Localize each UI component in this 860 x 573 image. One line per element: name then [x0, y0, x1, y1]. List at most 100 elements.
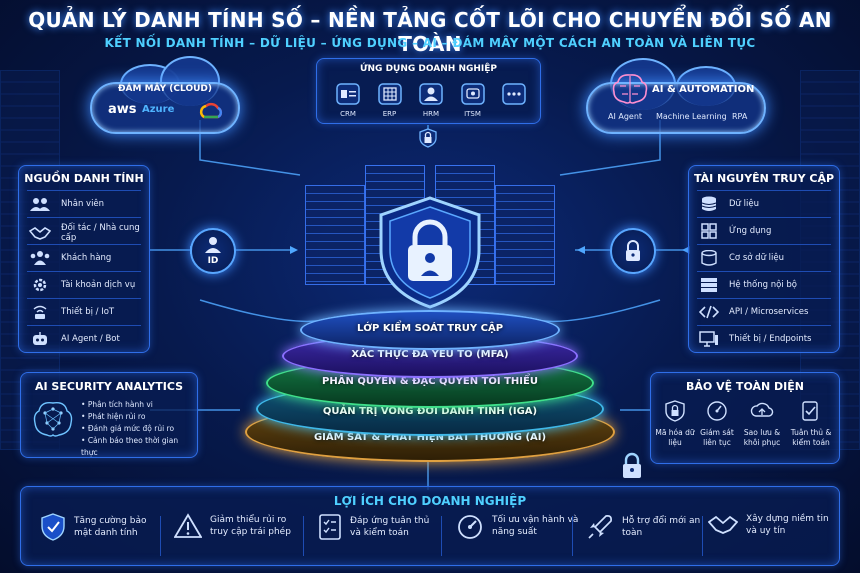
- iot-device-icon: [33, 305, 47, 319]
- resource-item[interactable]: Cơ sở dữ liệu: [699, 250, 784, 266]
- benefit-item: Tăng cường bảo mật danh tính: [40, 513, 162, 541]
- identity-item-label: AI Agent / Bot: [61, 334, 120, 344]
- app-crm[interactable]: CRM: [333, 83, 363, 118]
- ai-analytics-panel: AI SECURITY ANALYTICS • Phân tích hành v…: [20, 372, 198, 458]
- identity-item[interactable]: Tài khoản dịch vụ: [29, 277, 135, 293]
- benefit-item: Xây dựng niềm tin và uy tín: [708, 513, 832, 537]
- resource-item[interactable]: API / Microservices: [699, 304, 808, 320]
- benefit-item: Tối ưu vận hành và năng suất: [456, 513, 580, 539]
- page-title: QUẢN LÝ DANH TÍNH SỐ – NỀN TẢNG CỐT LÕI …: [28, 8, 832, 56]
- handshake-icon: [29, 227, 51, 240]
- ai-analytics-item: • Phát hiện rủi ro: [81, 412, 146, 421]
- apps-grid-icon: [701, 223, 717, 239]
- handshake-icon: [708, 515, 738, 535]
- resource-item[interactable]: Dữ liệu: [699, 196, 759, 212]
- users-icon: [30, 198, 50, 211]
- gear-icon: [33, 278, 47, 292]
- ai-analytics-item: • Cảnh báo theo thời gian thực: [81, 436, 179, 457]
- identity-item[interactable]: Đối tác / Nhà cung cấp: [29, 223, 149, 243]
- person-icon: [419, 83, 443, 105]
- resource-item-label: Dữ liệu: [729, 199, 759, 209]
- resource-item[interactable]: Ứng dụng: [699, 223, 771, 239]
- azure-label: Azure: [142, 104, 175, 115]
- code-icon: [699, 305, 719, 319]
- ai-item: RPA: [732, 112, 748, 121]
- access-resources-title: TÀI NGUYÊN TRUY CẬP: [693, 172, 835, 185]
- protection-item[interactable]: Tuân thủ & kiểm toán: [788, 400, 834, 447]
- benefits-title: LỢI ÍCH CHO DOANH NGHIỆP: [333, 494, 527, 508]
- layer-label: PHÂN QUYỀN & ĐẶC QUYỀN TỐI THIỂU: [322, 376, 538, 387]
- robot-icon: [33, 332, 47, 345]
- identity-item-label: Đối tác / Nhà cung cấp: [61, 223, 140, 243]
- compliance-icon: [802, 401, 818, 421]
- ai-analytics-item: • Phân tích hành vi: [81, 400, 153, 409]
- monitor-icon: [699, 331, 718, 347]
- lock-icon: [419, 128, 437, 148]
- benefit-label: Tăng cường bảo mật danh tính: [74, 515, 147, 538]
- calendar-grid-icon: [377, 83, 402, 105]
- azure-logo: Azure: [142, 104, 174, 115]
- encrypt-lock-icon: [665, 400, 685, 422]
- support-icon: [460, 83, 485, 105]
- app-hrm[interactable]: HRM: [416, 83, 446, 118]
- protection-item[interactable]: Sao lưu & khôi phục: [742, 400, 782, 447]
- benefit-label: Hỗ trợ đổi mới an toàn: [622, 515, 701, 538]
- warning-icon: [174, 513, 202, 538]
- person-icon: [205, 237, 221, 253]
- more-icon: [502, 83, 526, 105]
- resource-item[interactable]: Thiết bị / Endpoints: [699, 331, 812, 347]
- ai-item: Machine Learning: [656, 112, 727, 121]
- resource-item-label: Cơ sở dữ liệu: [729, 253, 784, 263]
- protection-item[interactable]: Giám sát liên tục: [697, 400, 737, 447]
- resource-item[interactable]: Hệ thống nội bộ: [699, 277, 797, 293]
- identity-sources-title: NGUỒN DANH TÍNH: [24, 172, 144, 185]
- benefit-label: Đáp ứng tuân thủ và kiểm toán: [350, 515, 430, 538]
- shield-check-icon: [41, 513, 65, 541]
- identity-item[interactable]: AI Agent / Bot: [29, 331, 120, 347]
- layer-label: XÁC THỰC ĐA YẾU TỐ (MFA): [351, 349, 509, 360]
- identity-sources-panel: NGUỒN DANH TÍNH Nhân viên Đối tác / Nhà …: [18, 165, 150, 353]
- protection-item[interactable]: Mã hóa dữ liệu: [655, 400, 695, 447]
- central-shield-icon: [379, 196, 481, 309]
- ai-automation-cloud: AI & AUTOMATION AI Agent Machine Learnin…: [586, 58, 766, 134]
- resource-item-label: Ứng dụng: [729, 226, 772, 236]
- db-server-icon: [701, 250, 717, 266]
- page-subtitle: KẾT NỐI DANH TÍNH – DỮ LIỆU – ỨNG DỤNG –…: [104, 36, 756, 50]
- protection-label: Giám sát liên tục: [700, 428, 734, 447]
- app-more[interactable]: [499, 83, 529, 118]
- protection-label: Mã hóa dữ liệu: [655, 428, 695, 447]
- protection-label: Tuân thủ & kiểm toán: [790, 428, 832, 447]
- cloud-title: ĐÁM MÂY (CLOUD): [118, 84, 212, 94]
- identity-item[interactable]: Khách hàng: [29, 250, 111, 266]
- lock-icon: [626, 240, 640, 261]
- resource-item-label: Thiết bị / Endpoints: [729, 334, 812, 344]
- checklist-icon: [319, 514, 341, 540]
- customers-icon: [30, 251, 50, 265]
- app-itsm[interactable]: ITSM: [458, 83, 488, 118]
- ai-analytics-title: AI SECURITY ANALYTICS: [34, 380, 184, 393]
- layer-label: QUẢN TRỊ VÒNG ĐỜI DANH TÍNH (IGA): [322, 406, 538, 417]
- benefits-panel: LỢI ÍCH CHO DOANH NGHIỆP: [20, 486, 840, 566]
- database-icon: [701, 196, 717, 211]
- app-label: HRM: [422, 110, 440, 118]
- server-icon: [701, 278, 717, 292]
- benefit-item: Hỗ trợ đổi mới an toàn: [586, 513, 710, 541]
- identity-item[interactable]: Thiết bị / IoT: [29, 304, 114, 320]
- rocket-icon: [588, 515, 612, 539]
- id-label: ID: [207, 256, 219, 266]
- ai-analytics-list: • Phân tích hành vi • Phát hiện rủi ro •…: [81, 399, 197, 459]
- cloud-providers: ĐÁM MÂY (CLOUD) aws Azure: [90, 56, 240, 134]
- identity-item-label: Nhân viên: [61, 199, 105, 209]
- benefit-item: Đáp ứng tuân thủ và kiểm toán: [318, 513, 438, 541]
- monitor-gauge-icon: [707, 401, 727, 421]
- aws-logo: aws: [108, 102, 137, 117]
- resource-item-label: API / Microservices: [729, 307, 809, 317]
- app-erp[interactable]: ERP: [375, 83, 405, 118]
- app-label: ERP: [382, 110, 397, 118]
- identity-item-label: Khách hàng: [61, 253, 112, 263]
- enterprise-apps-panel: ỨNG DỤNG DOANH NGHIỆP CRM ERP HRM ITSM: [316, 58, 541, 124]
- ai-item: AI Agent: [608, 112, 643, 121]
- identity-item-label: Thiết bị / IoT: [61, 307, 115, 317]
- identity-item[interactable]: Nhân viên: [29, 196, 104, 212]
- benefit-label: Tối ưu vận hành và năng suất: [492, 514, 579, 537]
